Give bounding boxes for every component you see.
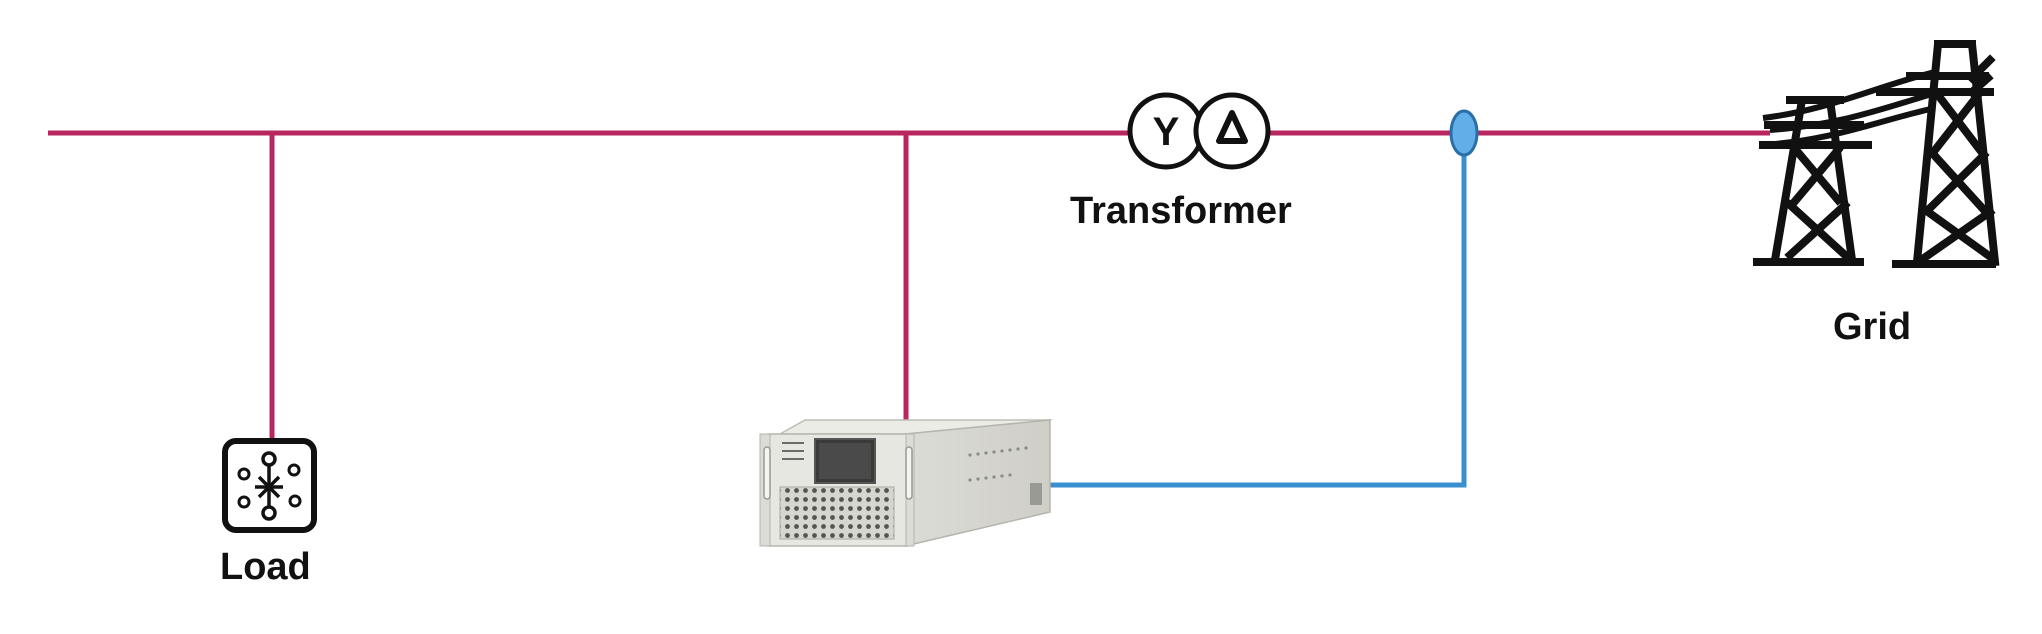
load-icon (222, 438, 317, 533)
ac-bus (48, 130, 1770, 438)
grid-conductors (1762, 69, 1936, 148)
transformer-wye-symbol: Y (1153, 110, 1180, 154)
device-vent-grill (779, 486, 895, 540)
power-quality-device (759, 419, 1053, 547)
transformer-secondary-coil (1193, 92, 1271, 170)
device-left-handle (763, 446, 771, 500)
transformer-icon: Y (1127, 92, 1271, 170)
transformer-label: Transformer (1070, 190, 1292, 232)
transmission-tower-icon (1753, 40, 2000, 268)
transformer-delta-symbol (1216, 110, 1248, 144)
load-label: Load (220, 546, 311, 588)
grid-label: Grid (1833, 306, 1912, 348)
device-right-handle (905, 446, 913, 500)
current-sensor-icon (1449, 109, 1479, 157)
sensor-signal-line (1048, 150, 1467, 488)
